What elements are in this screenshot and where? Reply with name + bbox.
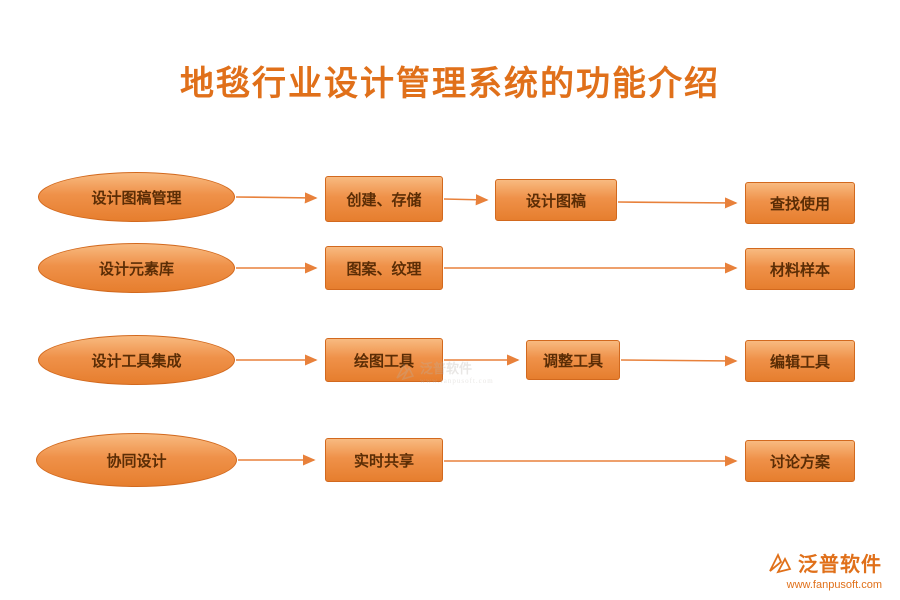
node-label: 调整工具 bbox=[542, 353, 603, 370]
box-realtime-share: 实时共享 bbox=[325, 438, 443, 482]
ellipse-design-element-library: 设计元素库 bbox=[38, 243, 235, 293]
box-find-use: 查找使用 bbox=[745, 182, 855, 224]
box-create-store: 创建、存储 bbox=[325, 176, 443, 222]
ellipse-design-draft-management: 设计图稿管理 bbox=[38, 172, 235, 222]
node-label: 讨论方案 bbox=[769, 454, 830, 471]
arrow bbox=[235, 192, 318, 204]
node-label: 编辑工具 bbox=[769, 354, 830, 371]
node-label: 协同设计 bbox=[106, 453, 167, 470]
fanpu-logo-icon bbox=[769, 552, 792, 573]
watermark-bottom-right: 泛普软件 www.fanpusoft.com bbox=[768, 548, 882, 591]
box-discuss-plan: 讨论方案 bbox=[745, 440, 855, 482]
box-material-sample: 材料样本 bbox=[745, 248, 855, 290]
node-label: 实时共享 bbox=[353, 453, 414, 470]
node-label: 创建、存储 bbox=[346, 192, 422, 209]
node-label: 设计图稿管理 bbox=[91, 190, 182, 207]
box-design-draft: 设计图稿 bbox=[495, 179, 617, 221]
arrow bbox=[620, 355, 738, 367]
ellipse-design-tool-integration: 设计工具集成 bbox=[38, 335, 235, 385]
node-label: 设计工具集成 bbox=[91, 353, 182, 370]
node-label: 材料样本 bbox=[769, 262, 830, 279]
node-label: 设计元素库 bbox=[98, 261, 174, 278]
box-edit-tool: 编辑工具 bbox=[745, 340, 855, 382]
arrow bbox=[617, 197, 738, 209]
ellipse-collaborative-design: 协同设计 bbox=[36, 433, 237, 487]
page-title: 地毯行业设计管理系统的功能介绍 bbox=[180, 66, 720, 103]
node-label: 查找使用 bbox=[769, 196, 830, 213]
brand-text: 泛普软件 bbox=[798, 554, 882, 576]
box-adjust-tool: 调整工具 bbox=[526, 340, 620, 380]
arrow bbox=[443, 194, 489, 206]
box-drawing-tool: 绘图工具 bbox=[325, 338, 443, 382]
brand-url: www.fanpusoft.com bbox=[786, 579, 882, 591]
node-label: 图案、纹理 bbox=[346, 261, 422, 278]
node-label: 绘图工具 bbox=[353, 353, 414, 370]
box-pattern-texture: 图案、纹理 bbox=[325, 246, 443, 290]
node-label: 设计图稿 bbox=[525, 193, 586, 210]
